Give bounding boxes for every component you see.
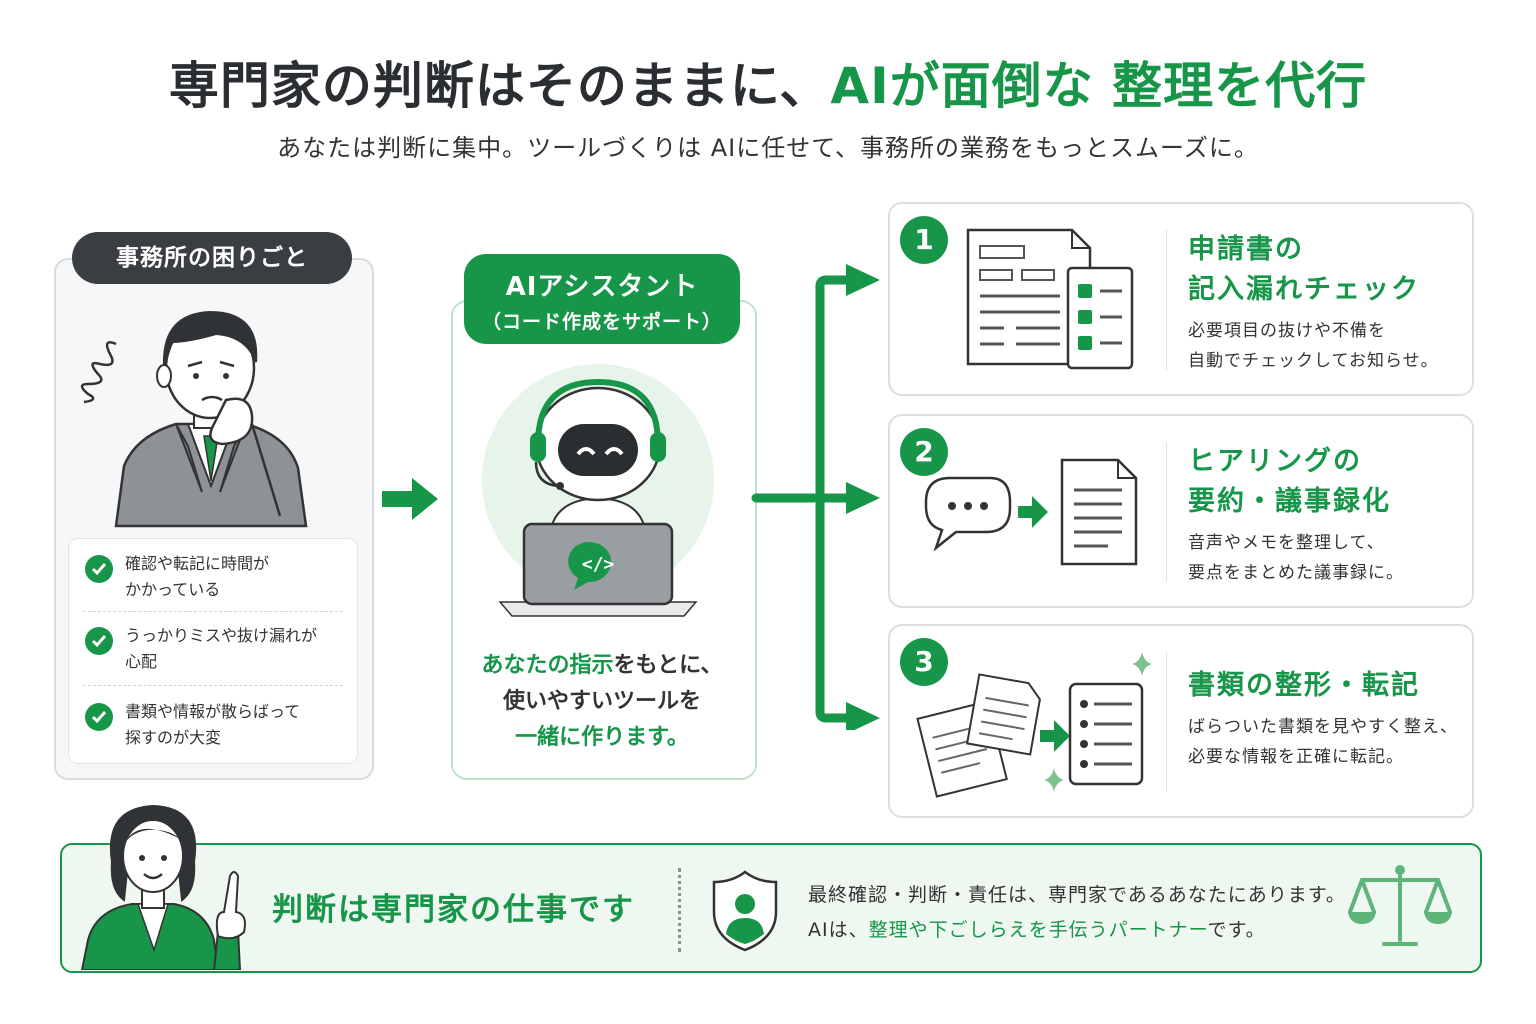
page-subtitle: あなたは判断に集中。ツールづくりは AIに任せて、事務所の業務をもっとスムーズに… [277, 134, 1259, 162]
divider [678, 868, 681, 952]
stress-swirl-icon [80, 341, 117, 404]
ai-assistant-description: あなたの指示をもとに、 使いやすいツールを 一緒に作ります。 [481, 653, 723, 750]
documents-to-list-icon [916, 652, 1152, 798]
card-description: 音声やメモを整理して、要点をまとめた議事録に。 [1188, 533, 1404, 583]
arrow-right-icon [1040, 720, 1070, 752]
arrow-right-icon [1018, 496, 1048, 528]
sparkle-icon [1044, 768, 1064, 792]
problems-tag: 事務所の困りごと [72, 232, 352, 284]
card-description: ばらついた書類を見やすく整え、必要な情報を正確に転記。 [1188, 717, 1458, 767]
check-icon [85, 627, 113, 655]
shield-user-icon [712, 870, 778, 952]
robot-illustration: </> [482, 364, 714, 617]
card-description: 必要項目の抜けや不備を自動でチェックしてお知らせ。 [1188, 321, 1439, 371]
card-title: 申請書の記入漏れチェック [1188, 234, 1420, 305]
arrow-right-icon [846, 702, 880, 730]
headset-icon [535, 378, 661, 445]
document-icon [1060, 458, 1138, 566]
bottom-title: 判断は専門家の仕事です [272, 892, 635, 928]
card-title: ヒアリングの要約・議事録化 [1188, 446, 1391, 517]
ai-assistant-tag: AIアシスタント （コード作成をサポート） [464, 254, 740, 344]
list-item: うっかりミスや抜け漏れが心配 [85, 623, 347, 675]
feature-card-2: 2 ヒアリングの要約・議事録化 音声やメモを整理して、要点をまとめた議事録に。 [888, 414, 1474, 608]
arrow-right-icon [382, 478, 438, 520]
sparkle-icon [1132, 652, 1152, 676]
speech-bubble-icon [924, 476, 1012, 552]
bottom-line-1: 最終確認・判断・責任は、専門家であるあなたにあります。 [808, 884, 1346, 906]
title-accent: AIが面倒な 整理を代行 [830, 57, 1368, 115]
step-number-badge: 1 [900, 216, 948, 264]
check-icon [85, 703, 113, 731]
code-glyph: </> [582, 554, 615, 575]
worried-man-illustration [80, 310, 308, 528]
bottom-line-2: AIは、整理や下ごしらえを手伝うパートナーです。 [808, 919, 1266, 941]
arrow-right-icon [846, 264, 880, 296]
speech-to-document-icon [924, 458, 1138, 566]
problems-list: 確認や転記に時間がかかっている うっかりミスや抜け漏れが心配 書類や情報が散らば… [68, 538, 358, 764]
scales-of-justice-icon [1348, 865, 1452, 946]
branch-arrows [751, 264, 880, 730]
list-item: 確認や転記に時間がかかっている [85, 551, 347, 603]
form-checklist-icon [966, 228, 1134, 370]
divider [83, 685, 343, 686]
arrow-right-icon [846, 482, 880, 514]
step-number-badge: 3 [900, 638, 948, 686]
professional-woman-illustration [80, 804, 246, 970]
card-title: 書類の整形・転記 [1188, 670, 1420, 701]
feature-card-1: 1 申請書の記入漏れチェック 必要項目の抜けや不備を自動でチェックしてお知らせ。 [888, 202, 1474, 396]
list-document-icon [1068, 682, 1144, 786]
step-number-badge: 2 [900, 428, 948, 476]
title-main: 専門家の判断はそのままに、 [168, 57, 831, 115]
page-title: 専門家の判断はそのままに、AIが面倒な 整理を代行 [0, 46, 1536, 118]
list-item: 書類や情報が散らばって探すのが大変 [85, 699, 347, 751]
check-icon [85, 555, 113, 583]
feature-card-3: 3 書類の整形・転記 ばらついた書類を見やすく整え、必要な情報を正確に転記。 [888, 624, 1474, 818]
divider [83, 611, 343, 612]
